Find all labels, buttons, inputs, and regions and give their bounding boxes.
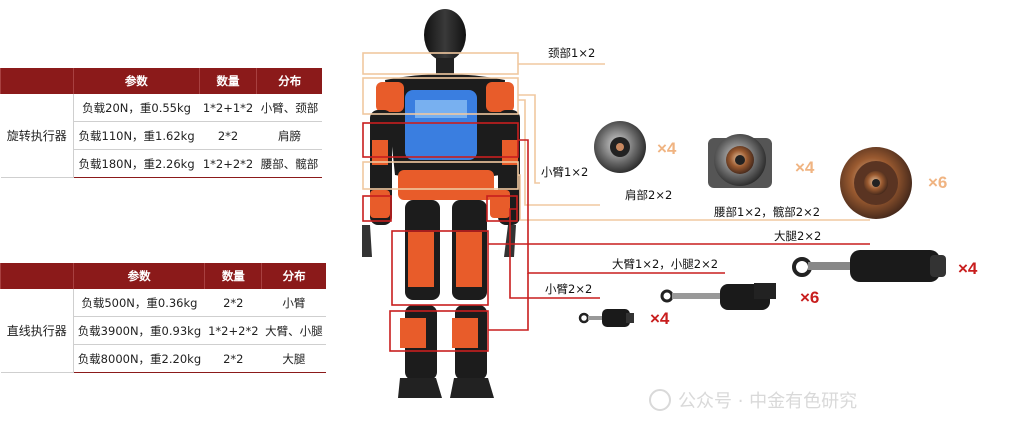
linear-actuator-small-image [578,309,634,327]
cell-param: 负载20N，重0.55kg [73,94,200,122]
label-waist-hip: 腰部1×2，髋部2×2 [714,205,820,219]
table-header-row: 参数 数量 分布 [0,263,326,289]
cell-dist: 小臂 [261,289,326,317]
label-upperarm-calf: 大臂1×2，小腿2×2 [612,257,718,271]
table-row: 负载180N，重2.26kg 1*2+2*2 腰部、髋部 [1,149,322,178]
multiplier-linear-medium: ×6 [800,288,819,307]
multiplier-rotary-large: ×6 [928,173,947,192]
cell-qty: 2*2 [204,344,262,373]
table-row: 负载110N，重1.62kg 2*2 肩膀 [1,121,322,150]
leader-lines [488,63,870,331]
linear-actuator-large-image [792,250,946,282]
cell-dist: 腰部、髋部 [256,149,322,178]
watermark-text: 公众号 · 中金有色研究 [678,391,857,412]
cell-qty: 1*2+2*2 [204,316,262,345]
cell-dist: 大臂、小腿 [261,316,326,345]
table-header-row: 参数 数量 分布 [0,68,322,94]
cell-qty: 2*2 [199,121,257,150]
table-header-qty: 数量 [204,263,262,289]
callout-box-forearm-left [362,195,392,222]
label-thigh: 大腿2×2 [774,229,821,243]
table-row: 旋转执行器 负载20N，重0.55kg 1*2+1*2 小臂、颈部 [0,94,322,178]
rotary-actuator-small-image [594,121,646,173]
cell-qty: 1*2+2*2 [199,149,257,178]
cell-param: 负载110N，重1.62kg [73,121,200,150]
table-header-dist: 分布 [256,68,322,94]
cell-dist: 大腿 [261,344,326,373]
table-header-corner [0,68,74,94]
cell-param: 负载500N，重0.36kg [73,289,205,317]
multiplier-linear-large: ×4 [958,259,978,278]
table-header-param: 参数 [73,68,200,94]
rotary-actuator-table: 参数 数量 分布 旋转执行器 负载20N，重0.55kg 1*2+1*2 小臂、… [0,68,322,178]
cell-dist: 小臂、颈部 [256,94,322,122]
label-forearm-rotary: 小臂1×2 [541,165,588,179]
table-header-corner [0,263,74,289]
label-forearm-linear: 小臂2×2 [545,282,592,296]
multiplier-rotary-medium: ×4 [795,158,815,177]
linear-actuator-medium-image [660,283,776,310]
callout-box-shoulder [362,77,519,115]
watermark: 公众号 · 中金有色研究 [649,389,857,412]
linear-actuator-table: 参数 数量 分布 直线执行器 负载500N，重0.36kg 2*2 小臂 负载3… [0,263,326,373]
label-neck: 颈部1×2 [548,46,595,60]
cell-param: 负载3900N，重0.93kg [73,316,205,345]
callout-box-calf [389,310,489,352]
multiplier-linear-small: ×4 [650,309,670,328]
table-header-dist: 分布 [261,263,326,289]
cell-param: 负载8000N，重2.20kg [73,344,205,373]
table-row: 负载8000N，重2.20kg 2*2 大腿 [1,344,326,373]
cell-qty: 1*2+1*2 [199,94,257,122]
table-row: 负载3900N，重0.93kg 1*2+2*2 大臂、小腿 [1,316,326,345]
label-shoulder: 肩部2×2 [625,188,672,202]
rotary-actuator-medium-image [708,134,772,188]
row-header-rotary: 旋转执行器 [0,94,74,178]
wechat-icon [649,389,671,411]
table-header-param: 参数 [72,263,205,289]
row-header-linear: 直线执行器 [0,289,74,373]
table-row: 直线执行器 负载500N，重0.36kg 2*2 小臂 [0,289,326,373]
rotary-actuator-large-image [840,147,912,219]
callout-box-thigh [391,230,489,306]
cell-qty: 2*2 [204,289,262,317]
cell-param: 负载180N，重2.26kg [73,149,200,178]
humanoid-robot-illustration [362,9,520,398]
multiplier-rotary-small: ×4 [657,139,677,158]
cell-dist: 肩膀 [256,121,322,150]
table-header-qty: 数量 [198,68,257,94]
